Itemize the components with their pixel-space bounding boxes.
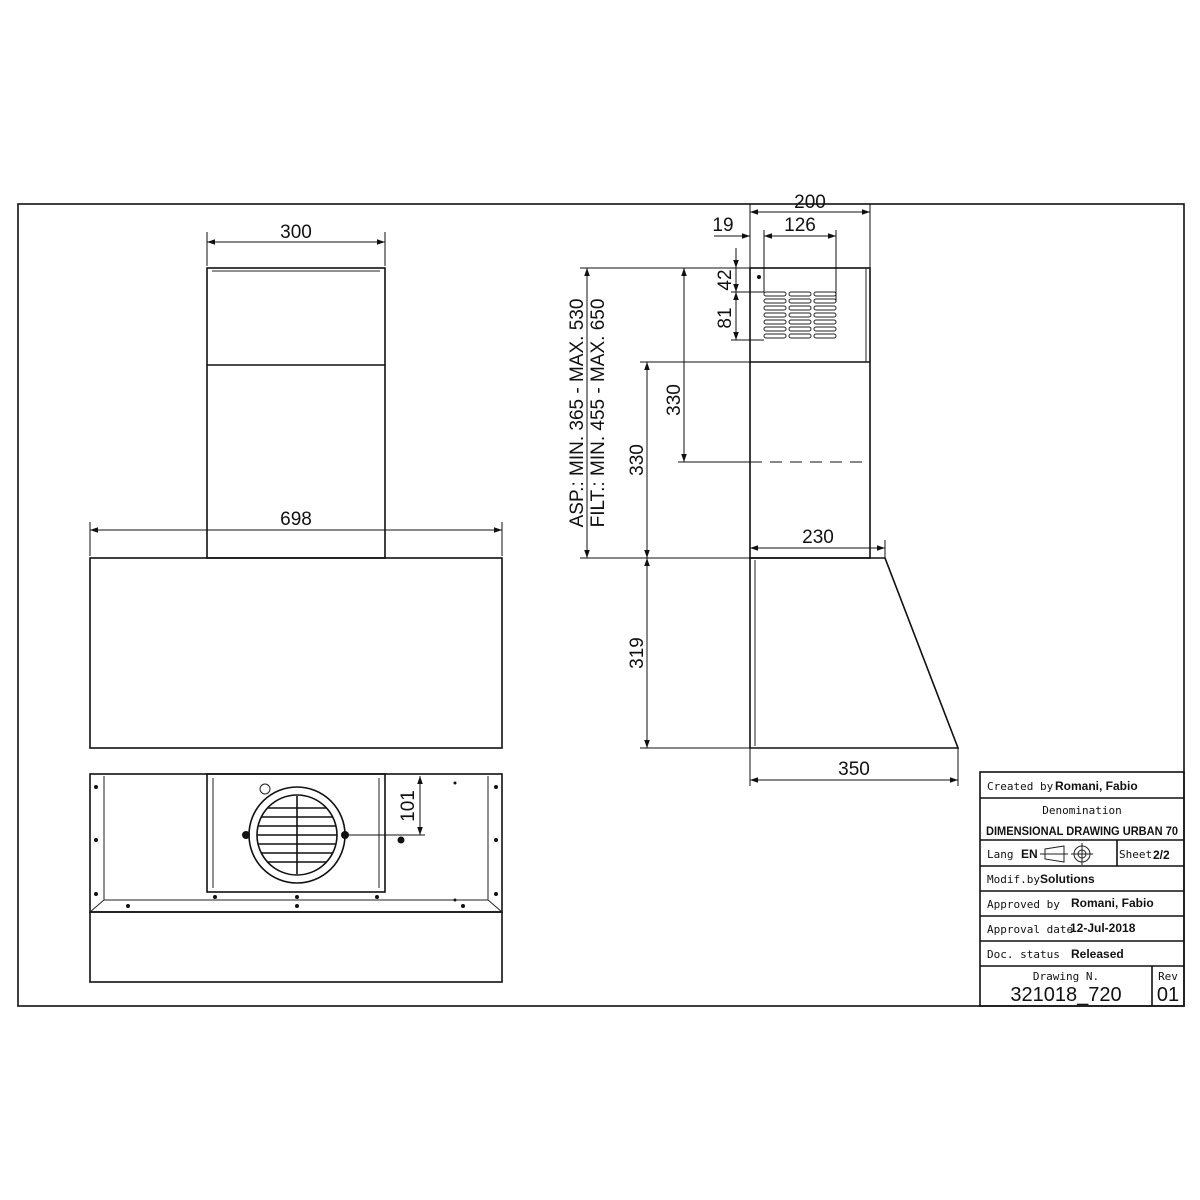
- sheet-value: 2/2: [1153, 848, 1170, 862]
- sheet-frame: [17, 203, 1185, 1007]
- status-label: Doc. status: [987, 948, 1060, 961]
- title-block: Created by Romani, Fabio Denomination DI…: [979, 771, 1185, 1007]
- rev-value: 01: [1157, 984, 1179, 1006]
- dim-19: 19: [712, 215, 733, 236]
- dim-42: 42: [715, 269, 736, 290]
- vent-grille: [763, 291, 837, 339]
- dim-230: 230: [802, 527, 834, 548]
- dim-350: 350: [838, 759, 870, 780]
- approved-value: Romani, Fabio: [1071, 896, 1154, 910]
- dim-319: 319: [627, 637, 648, 669]
- created-by-value: Romani, Fabio: [1055, 779, 1138, 793]
- created-by-label: Created by: [987, 780, 1054, 793]
- dim-101: 101: [398, 790, 419, 822]
- dim-330-upper: 330: [664, 384, 685, 416]
- approved-label: Approved by: [987, 898, 1060, 911]
- dim-698: 698: [280, 509, 312, 530]
- sheet-label: Sheet: [1119, 848, 1152, 861]
- front-view: 300 698: [89, 222, 503, 749]
- dim-81: 81: [715, 307, 736, 328]
- modif-label: Modif.by: [987, 873, 1040, 886]
- approval-date-value: 12-Jul-2018: [1070, 921, 1136, 935]
- denomination-label: Denomination: [1042, 804, 1121, 817]
- approval-date-label: Approval date: [987, 923, 1073, 936]
- status-value: Released: [1071, 947, 1124, 961]
- lang-label: Lang: [987, 848, 1014, 861]
- denomination-value: DIMENSIONAL DRAWING URBAN 70: [986, 824, 1178, 838]
- modif-value: Solutions: [1040, 872, 1095, 886]
- bottom-view: 101: [89, 773, 503, 983]
- drawing-number: 321018_720: [1010, 984, 1121, 1006]
- dim-asp-range: ASP.: MIN. 365 - MAX. 530: [567, 299, 588, 528]
- dim-300: 300: [280, 222, 312, 243]
- lang-value: EN: [1021, 847, 1038, 861]
- rev-label: Rev: [1158, 970, 1178, 983]
- dim-126: 126: [784, 215, 816, 236]
- drawing-number-label: Drawing N.: [1033, 970, 1099, 983]
- dim-330-lower: 330: [627, 444, 648, 476]
- side-view: 200 19 126 42 81 ASP.: MIN. 365 - MAX. 5…: [567, 192, 960, 786]
- dim-filt-range: FILT.: MIN. 455 - MAX. 650: [588, 299, 609, 528]
- dim-200: 200: [794, 192, 826, 213]
- projection-symbol-icon: [1040, 843, 1093, 865]
